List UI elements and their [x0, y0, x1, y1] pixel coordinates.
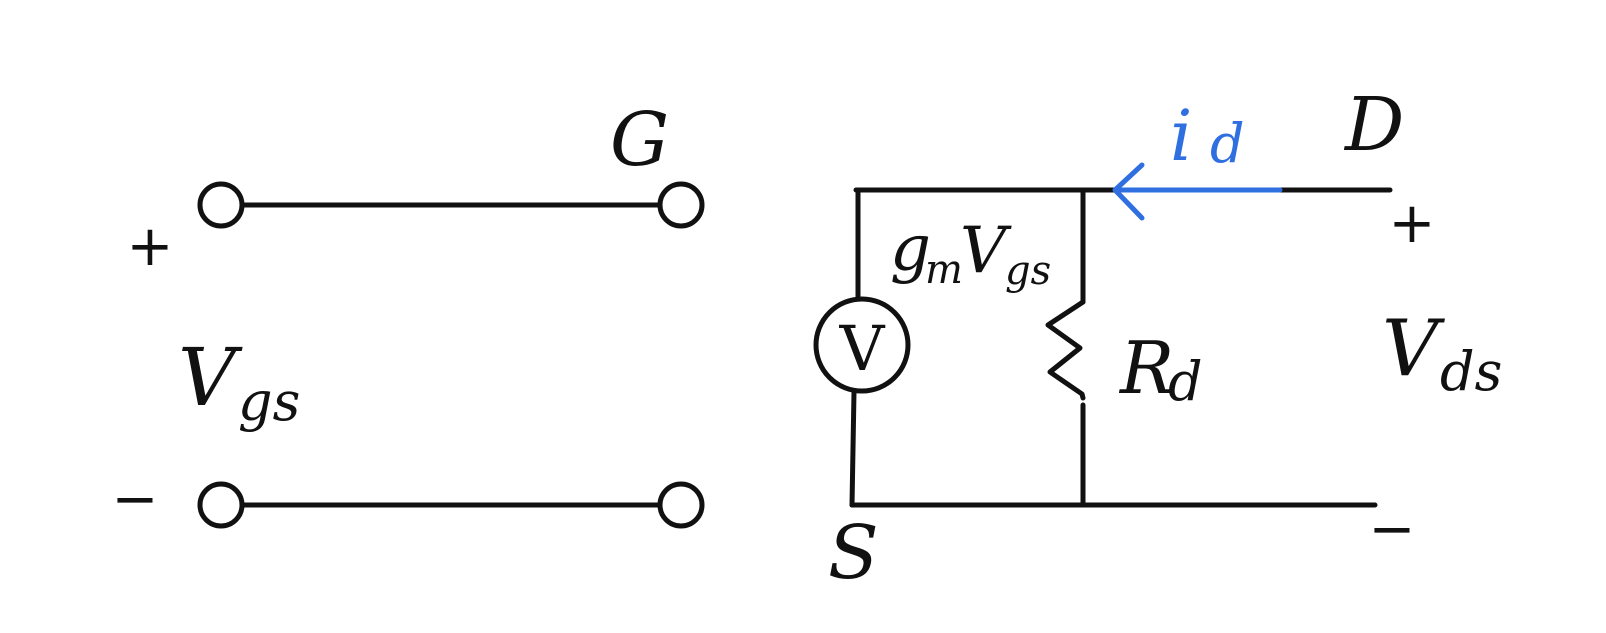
gm-label-sub: m [925, 247, 963, 293]
gm-vgs-v: V [960, 214, 1012, 288]
source-input-terminal-icon [657, 481, 705, 529]
vsource-bottom-wire [849, 389, 857, 508]
input-plus-sign: + [127, 214, 174, 279]
id-label-i: i [1170, 95, 1192, 177]
drain-label: D [1343, 82, 1404, 168]
vgs-label: V gs [178, 331, 300, 433]
current-arrow-head-icon [1112, 162, 1145, 221]
rd-label-sub: d [1168, 350, 1203, 413]
dependent-voltage-source-icon: V [813, 296, 911, 394]
vds-label-sub: ds [1440, 340, 1502, 403]
rd-label: R d [1118, 326, 1203, 413]
rd-label-r: R [1118, 326, 1174, 410]
gm-vgs-sub: gs [1005, 248, 1051, 294]
output-plus-sign: + [1389, 191, 1436, 256]
gate-label: G [610, 97, 669, 183]
input-plus-terminal-icon [197, 181, 245, 229]
vds-label: V ds [1382, 304, 1502, 403]
gm-label-g: g [890, 212, 931, 286]
input-port [197, 181, 705, 529]
source-label: S [828, 510, 879, 596]
voltage-source-symbol: V [839, 312, 886, 385]
gm-vgs-label: g m V gs [890, 212, 1051, 294]
voltage-source-circle-icon [813, 296, 911, 394]
input-minus-terminal-icon [197, 481, 245, 529]
id-label: i d [1170, 95, 1245, 177]
vds-label-v: V [1382, 304, 1445, 394]
output-minus-sign: − [1369, 497, 1416, 562]
drain-current-arrow-icon [1112, 162, 1283, 221]
input-minus-sign: − [112, 467, 159, 532]
resistor-zigzag-icon [1045, 299, 1086, 401]
id-label-sub: d [1210, 112, 1245, 175]
gate-terminal-icon [657, 181, 705, 229]
vgs-label-sub: gs [238, 370, 300, 433]
vgs-label-v: V [178, 331, 243, 424]
